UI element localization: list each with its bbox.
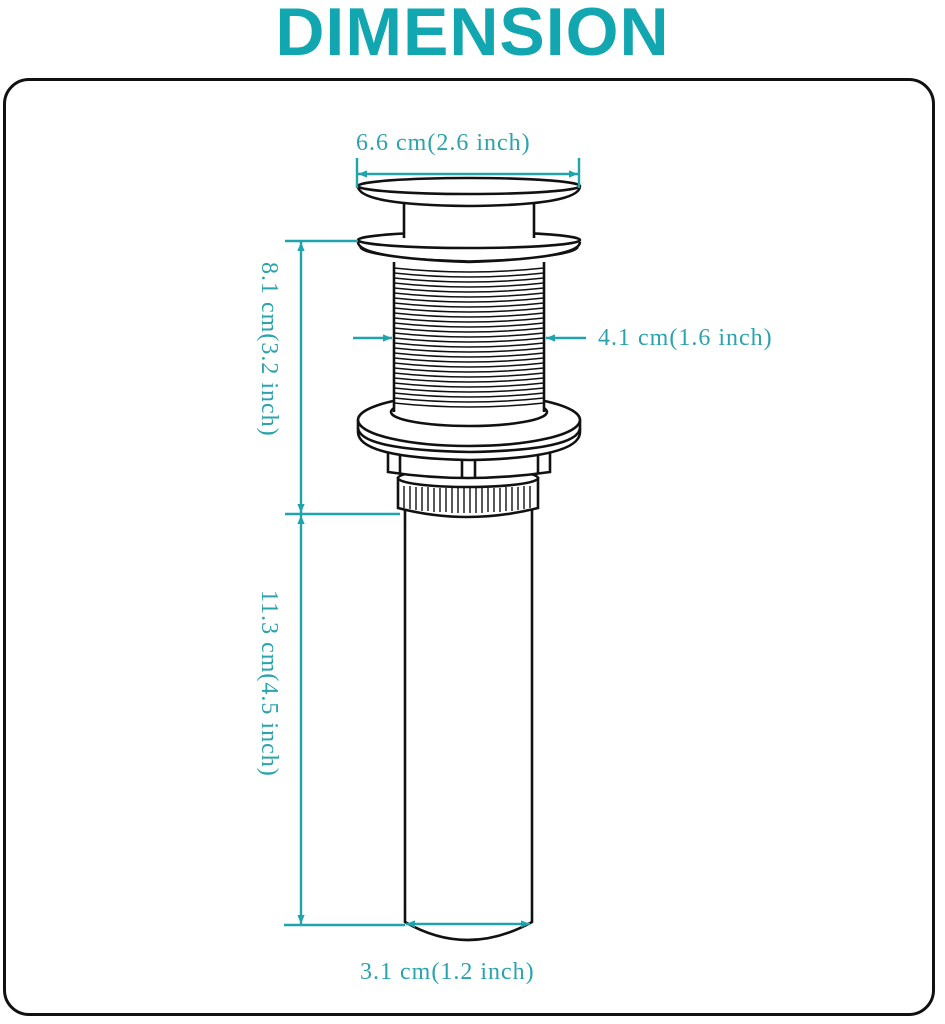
diagram-frame [3, 78, 935, 1016]
thread-diameter-label: 4.1 cm(1.6 inch) [598, 325, 773, 351]
page-title: DIMENSION [275, 0, 670, 70]
knurled-nut [396, 467, 540, 519]
tail-length-dimension [284, 515, 405, 927]
dimension-lines [284, 158, 586, 928]
upper-height-label: 8.1 cm(3.2 inch) [256, 262, 282, 437]
cap-diameter-dimension [355, 158, 581, 188]
cap-diameter-label: 6.6 cm(2.6 inch) [356, 130, 531, 156]
stopper-cap [356, 176, 582, 208]
upper-height-dimension [285, 239, 400, 516]
threaded-body [392, 262, 546, 412]
tail-pipe [403, 510, 534, 942]
tail-diameter-label: 3.1 cm(1.2 inch) [360, 959, 535, 985]
tail-length-label: 11.3 cm(4.5 inch) [256, 590, 282, 777]
drain-illustration [356, 176, 582, 942]
